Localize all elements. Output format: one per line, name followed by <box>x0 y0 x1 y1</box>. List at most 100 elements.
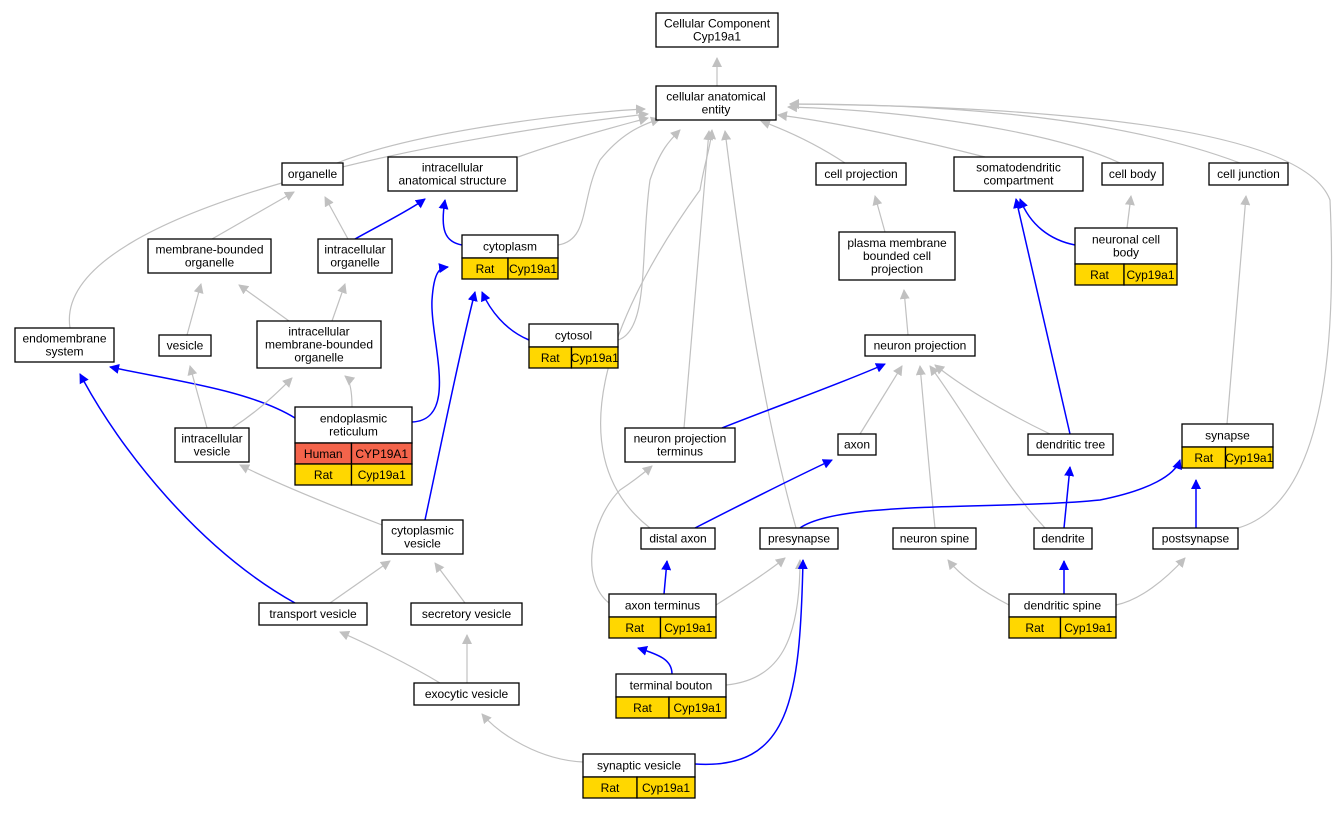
edge-dspine-to-postsynapse <box>1115 557 1186 606</box>
edge-dtree-to-neuronproj <box>934 364 1051 435</box>
edge-postsynapse-to-cae <box>789 99 1333 529</box>
node-label-line: organelle <box>330 256 380 270</box>
node-vesicle[interactable]: vesicle <box>158 334 212 357</box>
edge-exocytic-to-transport <box>339 630 441 684</box>
node-label-line: organelle <box>288 167 338 181</box>
edge-imbo-to-intraorg <box>331 283 347 322</box>
node-box <box>624 427 736 463</box>
node-box <box>256 320 382 369</box>
node-label-line: membrane-bounded <box>265 338 373 352</box>
node-distalaxon[interactable]: distal axon <box>640 527 716 550</box>
edge-cytovesicle-to-cytoplasm <box>424 291 478 521</box>
node-box <box>410 602 523 626</box>
edge-cytoplasm-to-cae <box>557 116 661 246</box>
edge-npt-to-cae <box>683 130 714 429</box>
node-box <box>815 162 907 186</box>
gene-cell <box>1059 616 1117 639</box>
node-organelle[interactable]: organelle <box>281 162 344 186</box>
edge-er-to-imbo <box>344 375 356 408</box>
edge-intraorg-to-ias <box>354 198 426 240</box>
node-label-line: plasma membrane <box>847 236 947 250</box>
gene-cell <box>636 776 696 799</box>
species-label: Rat <box>476 262 495 276</box>
node-nspine[interactable]: neuron spine <box>892 527 977 550</box>
edge-tbouton-to-presynapse <box>725 559 805 686</box>
node-label-line: presynapse <box>768 532 830 546</box>
node-dendrite[interactable]: dendrite <box>1033 527 1093 550</box>
node-box <box>258 602 368 626</box>
edge-axonterm-to-npt <box>591 465 653 604</box>
node-label-line: intracellular <box>422 161 483 175</box>
species-label: Rat <box>625 621 644 635</box>
node-label-line: cytoplasm <box>483 240 537 254</box>
node-dtree[interactable]: dendritic tree <box>1027 433 1114 456</box>
species-label: Rat <box>601 781 620 795</box>
node-label-line: axon terminus <box>625 599 700 613</box>
species-label: Rat <box>1194 451 1213 465</box>
node-cellproj[interactable]: cell projection <box>815 162 907 186</box>
node-label-line: intracellular <box>324 243 385 257</box>
node-label-line: projection <box>871 262 923 276</box>
edge-tbouton-to-axonterm <box>637 645 673 675</box>
node-label-line: neuron projection <box>634 432 727 446</box>
node-label-line: reticulum <box>329 425 378 439</box>
edge-ias-to-cae <box>517 115 649 158</box>
node-label-line: endomembrane <box>22 332 106 346</box>
node-label-line: vesicle <box>167 339 204 353</box>
node-exocytic[interactable]: exocytic vesicle <box>413 682 520 706</box>
edge-presynapse-to-synapse <box>799 459 1182 529</box>
edge-somato-to-cae <box>777 111 986 158</box>
species-label: Rat <box>1090 268 1109 282</box>
edge-axonterm-to-presynapse <box>715 557 786 606</box>
edge-vesicle-to-mbo <box>186 283 204 336</box>
gene-cell <box>570 346 619 369</box>
node-postsynapse[interactable]: postsynapse <box>1152 527 1239 550</box>
gene-cell <box>350 463 413 486</box>
node-label-line: neuron projection <box>874 339 967 353</box>
node-cellbody[interactable]: cell body <box>1101 162 1164 186</box>
edge-nspine-to-neuronproj <box>915 365 936 529</box>
node-axon[interactable]: axon <box>837 433 877 456</box>
node-label-line: neuronal cell <box>1092 233 1160 247</box>
edge-neuronproj-to-pmbcp <box>899 289 910 336</box>
edge-pmbcp-to-cellproj <box>872 195 886 233</box>
node-box <box>1033 527 1093 550</box>
node-secretory[interactable]: secretory vesicle <box>410 602 523 626</box>
edge-er-to-cytoplasm <box>411 263 449 423</box>
gene-cell <box>659 616 717 639</box>
gene-cell <box>507 257 559 280</box>
gene-cell <box>668 696 727 719</box>
edge-distalaxon-to-axon <box>694 459 833 529</box>
node-box <box>387 156 518 192</box>
node-box <box>1208 162 1289 186</box>
node-transport[interactable]: transport vesicle <box>258 602 368 626</box>
edge-dendrite-to-dtree <box>1063 466 1075 529</box>
node-celljunc[interactable]: cell junction <box>1208 162 1289 186</box>
node-presynapse[interactable]: presynapse <box>759 527 839 550</box>
node-neuronproj[interactable]: neuron projection <box>864 334 976 357</box>
node-label-line: membrane-bounded <box>155 243 263 257</box>
edge-ivesicle-to-imbo <box>231 377 293 429</box>
